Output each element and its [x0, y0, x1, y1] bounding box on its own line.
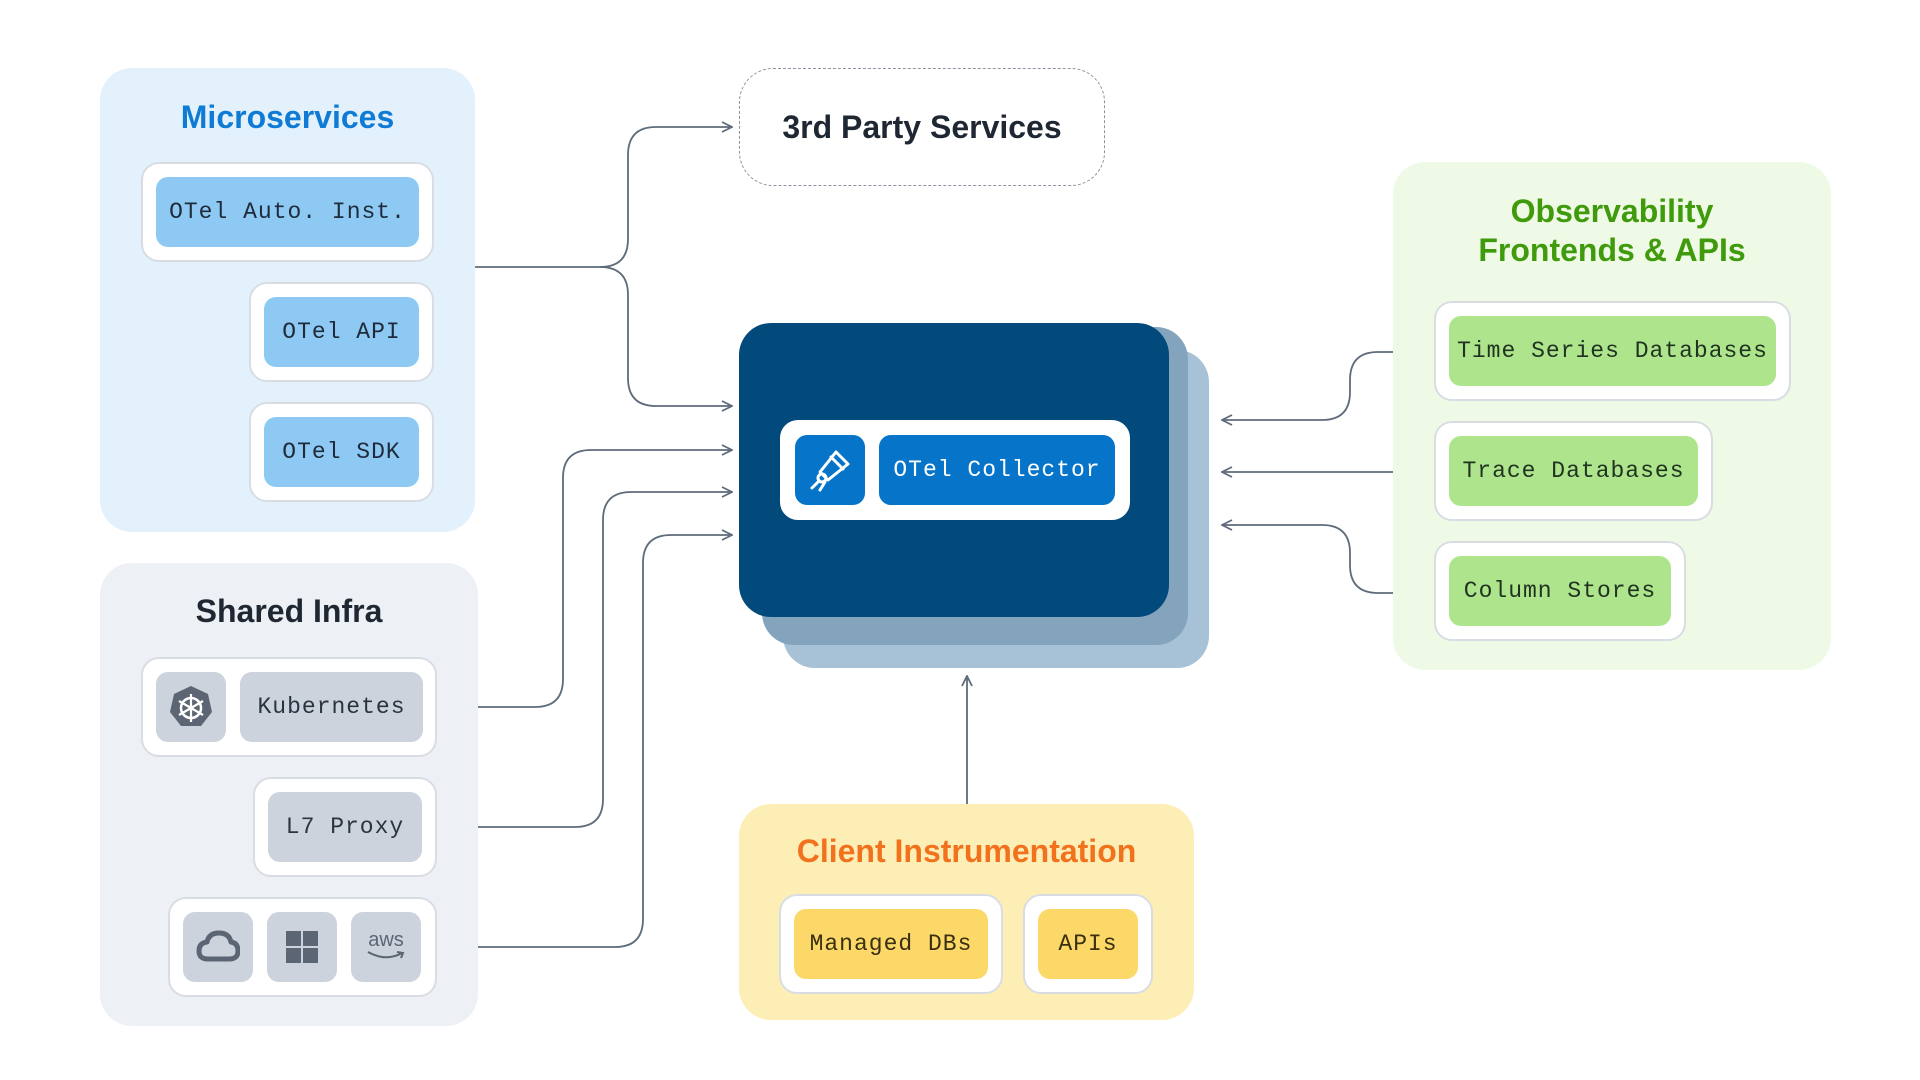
trace-databases-card[interactable]: Trace Databases [1434, 421, 1713, 521]
telescope-icon [795, 435, 865, 505]
observability-title-line1: Observability [1510, 193, 1714, 229]
otel-collector-label: OTel Collector [879, 435, 1115, 505]
client-instrumentation-title: Client Instrumentation [796, 833, 1137, 869]
shared-infra-title: Shared Infra [195, 593, 383, 629]
collector-timeseries-line [1222, 352, 1434, 420]
trace-databases-label: Trace Databases [1449, 436, 1698, 506]
l7-proxy-card[interactable]: L7 Proxy [253, 777, 437, 877]
time-series-databases-label: Time Series Databases [1449, 316, 1776, 386]
observability-group: Observability Frontends & APIs Time Seri… [1393, 162, 1831, 670]
shared-infra-group: Shared Infra Kubernetes L7 Proxy [100, 563, 478, 1026]
aws-logo-text: aws [368, 929, 404, 951]
kubernetes-icon [156, 672, 226, 742]
client-instrumentation-group: Client Instrumentation Managed DBs APIs [739, 804, 1194, 1020]
otel-sdk-label: OTel SDK [264, 417, 419, 487]
aws-icon: aws [351, 912, 421, 982]
microservices-title: Microservices [180, 99, 395, 135]
collector-card[interactable]: OTel Collector [780, 420, 1130, 520]
microservices-connector [475, 127, 732, 268]
otel-auto-inst-label: OTel Auto. Inst. [156, 177, 419, 247]
cloud-icon [183, 912, 253, 982]
otel-sdk-card[interactable]: OTel SDK [249, 402, 434, 502]
microservices-to-collector-line [599, 266, 732, 406]
managed-dbs-label: Managed DBs [794, 909, 988, 979]
kubernetes-label: Kubernetes [240, 672, 423, 742]
third-party-services-title: 3rd Party Services [782, 108, 1062, 145]
apis-card[interactable]: APIs [1023, 894, 1153, 994]
windows-icon [267, 912, 337, 982]
cloud-providers-card[interactable]: aws [168, 897, 437, 997]
column-stores-card[interactable]: Column Stores [1434, 541, 1686, 641]
collector-box: OTel Collector [739, 323, 1169, 617]
column-stores-label: Column Stores [1449, 556, 1671, 626]
third-party-services-box[interactable]: 3rd Party Services [739, 68, 1105, 186]
time-series-databases-card[interactable]: Time Series Databases [1434, 301, 1791, 401]
collector-columnstores-line [1222, 525, 1434, 593]
otel-auto-inst-card[interactable]: OTel Auto. Inst. [141, 162, 434, 262]
observability-title-line2: Frontends & APIs [1478, 232, 1746, 268]
kubernetes-to-collector-line [437, 450, 732, 708]
proxy-to-collector-line [437, 492, 732, 828]
l7-proxy-label: L7 Proxy [268, 792, 422, 862]
otel-api-label: OTel API [264, 297, 419, 367]
kubernetes-card[interactable]: Kubernetes [141, 657, 437, 757]
cloud-to-collector-line [437, 535, 732, 948]
managed-dbs-card[interactable]: Managed DBs [779, 894, 1003, 994]
otel-api-card[interactable]: OTel API [249, 282, 434, 382]
apis-label: APIs [1038, 909, 1138, 979]
microservices-group: Microservices OTel Auto. Inst. OTel API … [100, 68, 475, 532]
